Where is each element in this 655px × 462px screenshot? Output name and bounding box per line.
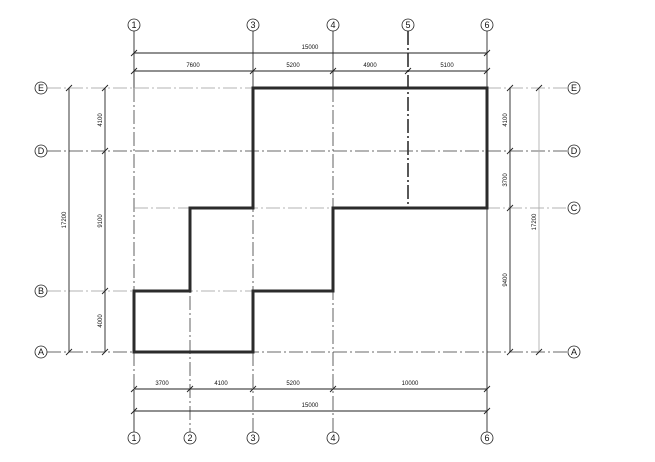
right-dimensions: 4100 3700 9400 17200	[503, 84, 543, 356]
top-dim-4-5: 4900	[363, 63, 377, 69]
bubble-bottom-6: 6	[484, 433, 489, 443]
top-dimensions: 15000 7600 5200 4900 5100	[130, 45, 491, 75]
bubble-top-1: 1	[131, 20, 136, 30]
bottom-total-dim: 15000	[302, 403, 319, 409]
building-outline	[132, 86, 489, 354]
top-dim-3-4: 5200	[286, 63, 300, 69]
left-total-dim: 17200	[62, 211, 68, 228]
top-grid-bubbles: 1 3 4 5 6	[127, 18, 494, 32]
bubble-right-E: E	[571, 83, 577, 93]
bubble-left-A: A	[38, 347, 44, 357]
bubble-top-5: 5	[405, 20, 410, 30]
bubble-left-D: D	[38, 146, 45, 156]
bubble-bottom-2: 2	[187, 433, 192, 443]
right-grid-bubbles: E D C A	[567, 81, 581, 359]
right-dim-D-C: 3700	[503, 173, 509, 187]
bottom-dim-3-4: 5200	[286, 381, 300, 387]
right-dim-C-A: 9400	[503, 273, 509, 287]
bottom-dim-4-6: 10000	[402, 381, 419, 387]
bubble-left-B: B	[38, 286, 44, 296]
bubble-top-6: 6	[484, 20, 489, 30]
top-total-dim: 15000	[302, 45, 319, 51]
left-grid-bubbles: E D B A	[34, 81, 48, 359]
bubble-left-E: E	[38, 83, 44, 93]
bubble-right-C: C	[571, 203, 578, 213]
bubble-top-4: 4	[330, 20, 335, 30]
left-dim-E-D: 4100	[98, 113, 104, 127]
bottom-dimensions: 3700 4100 5200 10000 15000	[130, 381, 491, 415]
row-grid-lines	[47, 87, 568, 353]
top-dim-1-3: 7600	[186, 63, 200, 69]
bubble-right-D: D	[571, 146, 578, 156]
left-dimensions: 17200 4100 9100 4000	[62, 84, 109, 356]
bottom-grid-bubbles: 1 2 3 4 6	[127, 431, 494, 445]
bubble-right-A: A	[571, 347, 577, 357]
left-dim-D-B: 9100	[98, 214, 104, 228]
right-dim-E-D: 4100	[503, 113, 509, 127]
bottom-dim-2-3: 4100	[214, 381, 228, 387]
bubble-bottom-4: 4	[330, 433, 335, 443]
column-grid-lines	[133, 31, 488, 432]
bubble-bottom-3: 3	[250, 433, 255, 443]
bottom-dim-1-2: 3700	[155, 381, 169, 387]
top-dim-5-6: 5100	[440, 63, 454, 69]
right-total-dim: 17200	[532, 213, 538, 230]
left-dim-B-A: 4000	[98, 314, 104, 328]
bubble-top-3: 3	[250, 20, 255, 30]
bubble-bottom-1: 1	[131, 433, 136, 443]
